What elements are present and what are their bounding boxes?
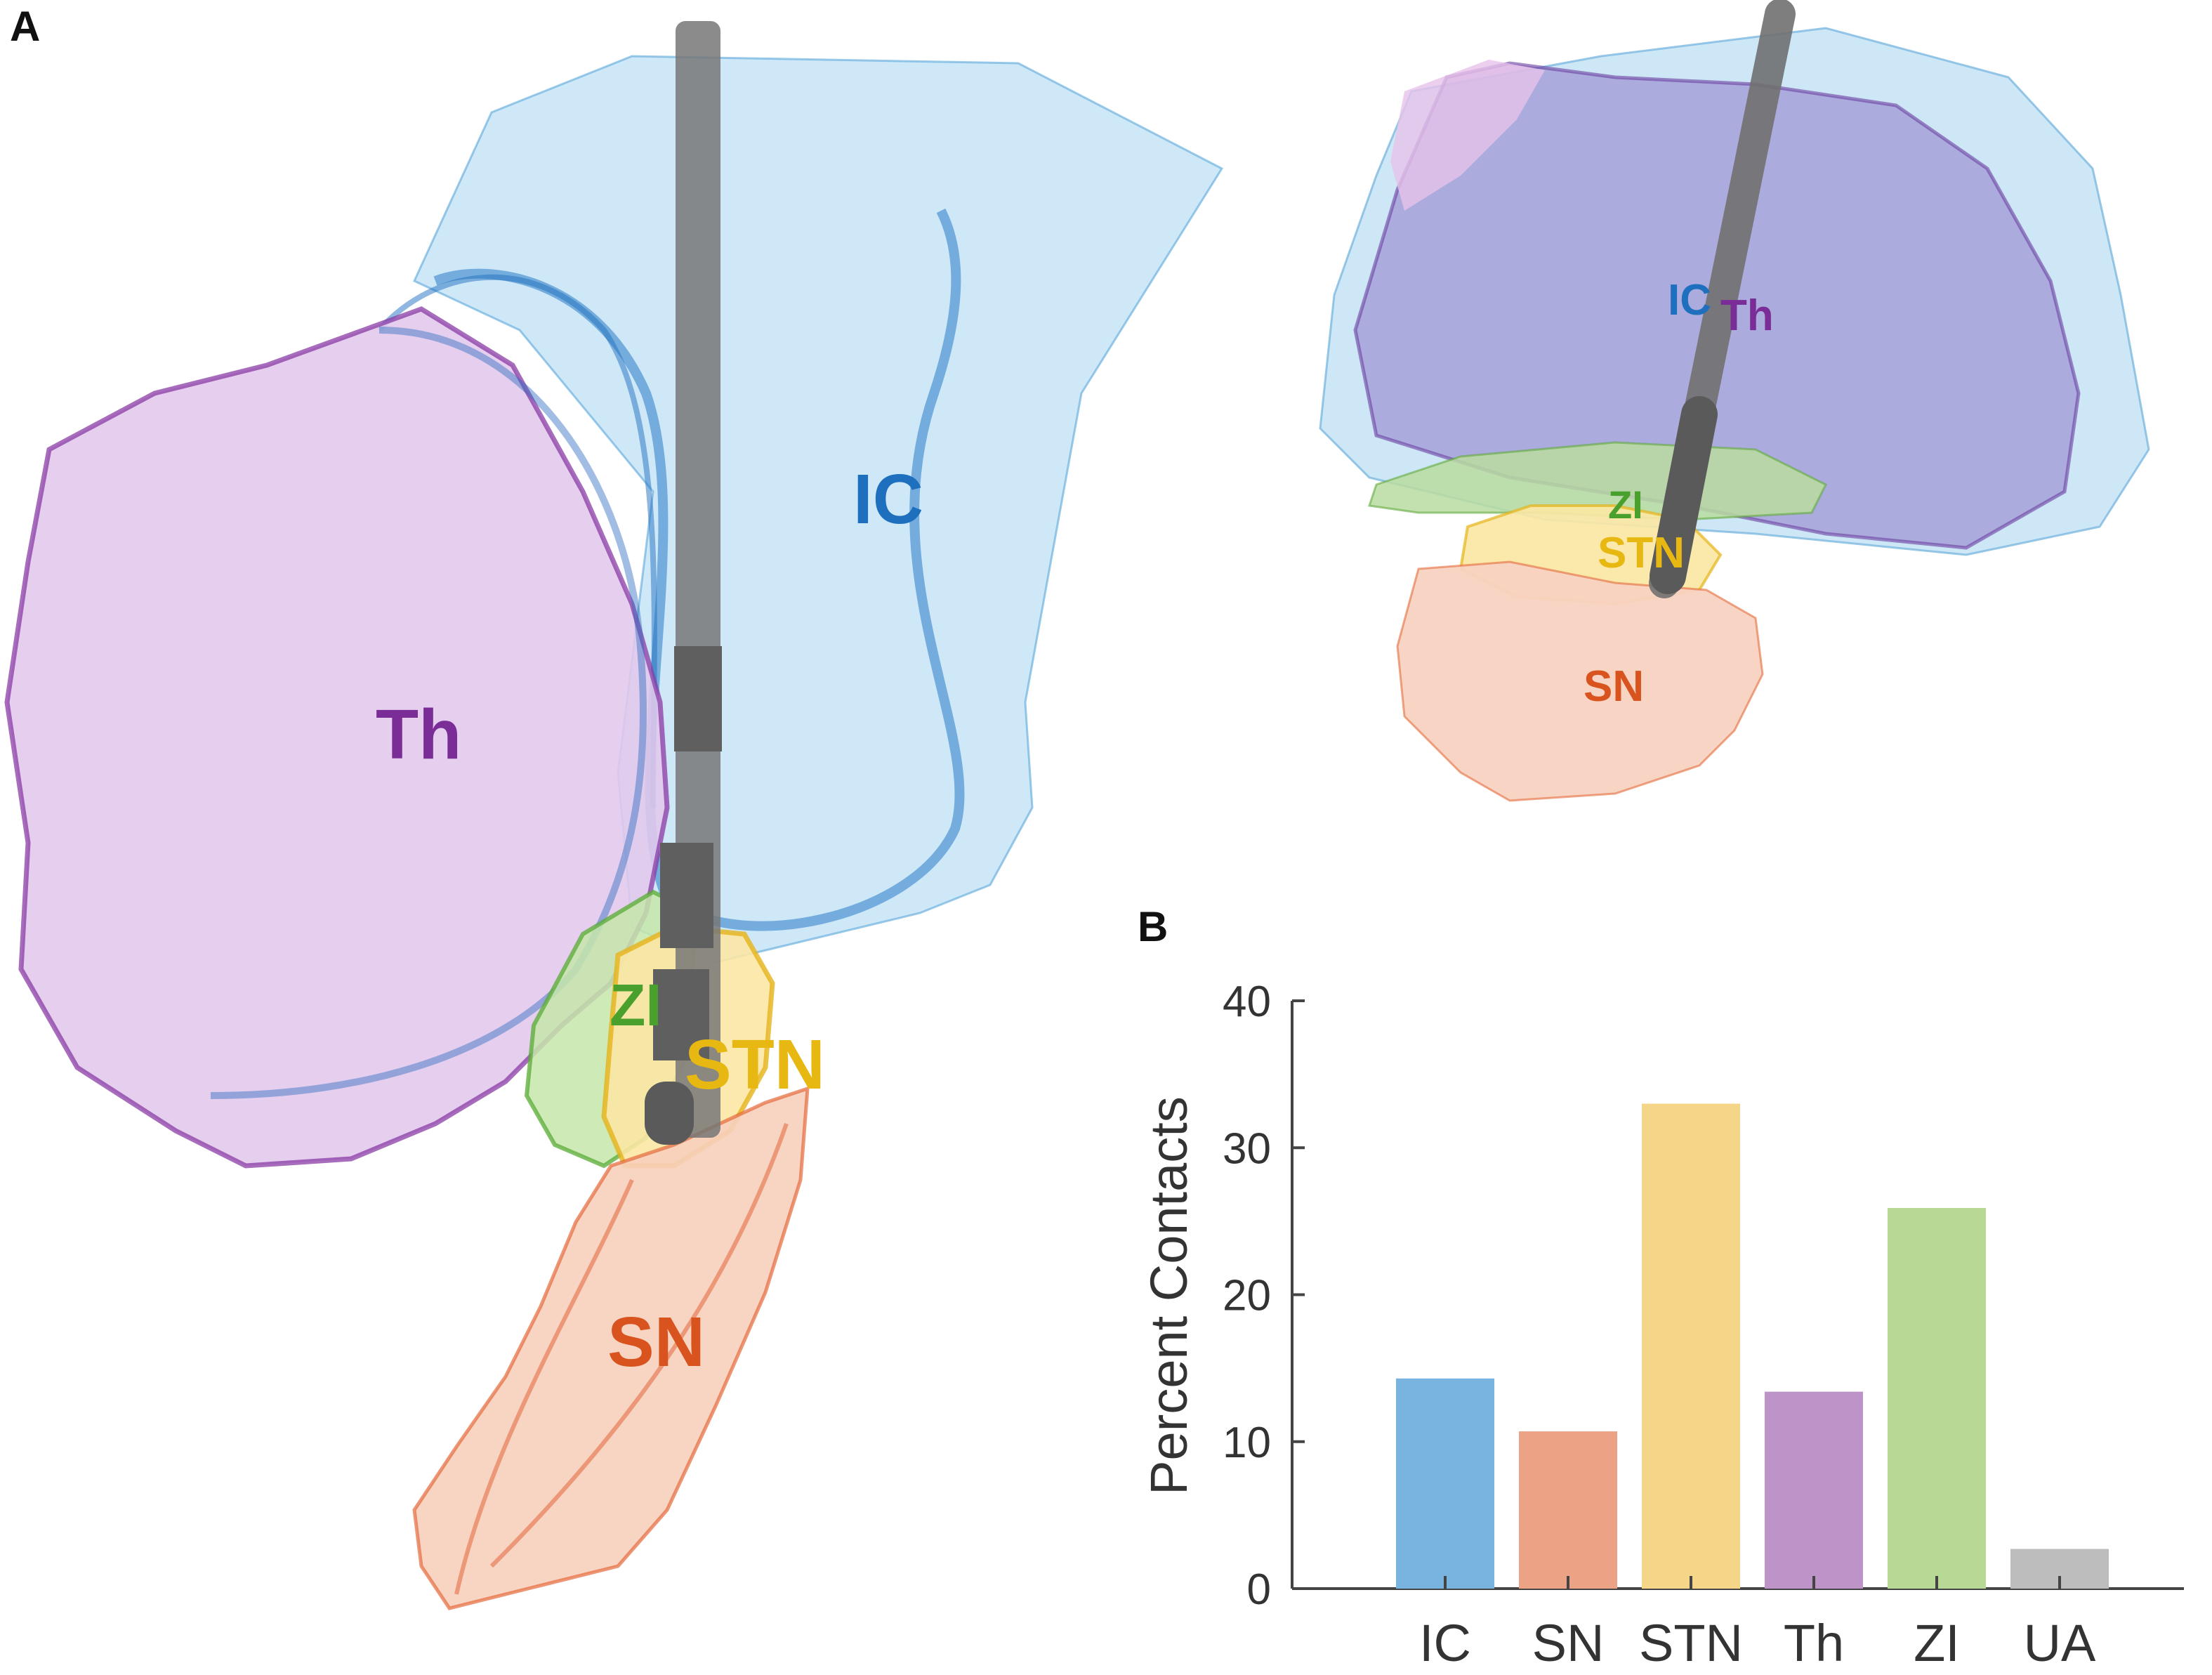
y-tick-label: 30: [1223, 1124, 1271, 1173]
ic-fiber-edge: [377, 274, 657, 808]
right-sn-structure: [1396, 560, 1764, 802]
right-label-ic: IC: [1668, 276, 1711, 324]
x-ticks: IC SN STN Th ZI UA: [1419, 1576, 2096, 1672]
left-electrode: [645, 21, 722, 1145]
sn-structure: [412, 1086, 810, 1610]
y-axis-label: Percent Contacts: [1140, 1096, 1198, 1495]
ic-fiber-bundle: [433, 208, 965, 931]
right-label-th: Th: [1720, 291, 1774, 340]
right-anatomy-view: IC Th ZI STN SN: [1319, 0, 2150, 802]
left-label-sn: SN: [607, 1303, 705, 1381]
left-label-th: Th: [376, 695, 461, 774]
right-label-sn: SN: [1584, 662, 1644, 711]
y-tick-label: 0: [1247, 1565, 1271, 1614]
left-electrode-contact-1: [674, 646, 722, 751]
bar-chart: 0 10 20 30 40 IC SN STN Th ZI UA Percent Contacts: [1140, 978, 2184, 1672]
x-tick-label-stn: STN: [1639, 1614, 1743, 1672]
bar-zi: [1888, 1208, 1986, 1589]
bar-ic: [1396, 1378, 1494, 1589]
left-anatomy-view: IC Th ZI STN SN: [4, 21, 1224, 1610]
y-tick-label: 40: [1223, 978, 1271, 1026]
panel-a-letter: A: [10, 3, 40, 50]
th-inner-edge: [210, 327, 647, 1099]
x-tick-label-sn: SN: [1532, 1614, 1605, 1672]
y-tick-label: 10: [1223, 1419, 1271, 1467]
panel-b-letter: B: [1138, 903, 1168, 950]
x-tick-label-ua: UA: [2024, 1614, 2096, 1672]
x-tick-label-th: Th: [1784, 1614, 1844, 1672]
left-label-stn: STN: [685, 1025, 825, 1104]
right-label-stn: STN: [1598, 529, 1685, 577]
right-electrode: [1649, 0, 1796, 598]
x-tick-label-zi: ZI: [1914, 1614, 1960, 1672]
x-tick-label-ic: IC: [1419, 1614, 1471, 1672]
bar-th: [1765, 1391, 1863, 1589]
th-structure: [4, 306, 670, 1169]
right-th-pink-lobe: [1390, 60, 1545, 211]
left-electrode-contact-2: [660, 843, 713, 948]
left-label-zi: ZI: [610, 972, 662, 1038]
bars: [1396, 1103, 2109, 1589]
right-electrode-contacts: [1650, 396, 1718, 594]
sn-fiber-lines: [454, 1123, 789, 1595]
y-tick-label: 20: [1223, 1272, 1271, 1320]
left-label-ic: IC: [853, 460, 923, 539]
left-electrode-contact-3: [653, 969, 709, 1060]
right-zi-structure: [1368, 441, 1828, 521]
ic-structure: [413, 55, 1224, 964]
y-ticks: 0 10 20 30 40: [1223, 978, 1305, 1614]
right-label-zi: ZI: [1608, 482, 1643, 527]
left-electrode-tip: [645, 1082, 694, 1145]
bar-sn: [1519, 1431, 1617, 1589]
bar-stn: [1642, 1103, 1740, 1589]
